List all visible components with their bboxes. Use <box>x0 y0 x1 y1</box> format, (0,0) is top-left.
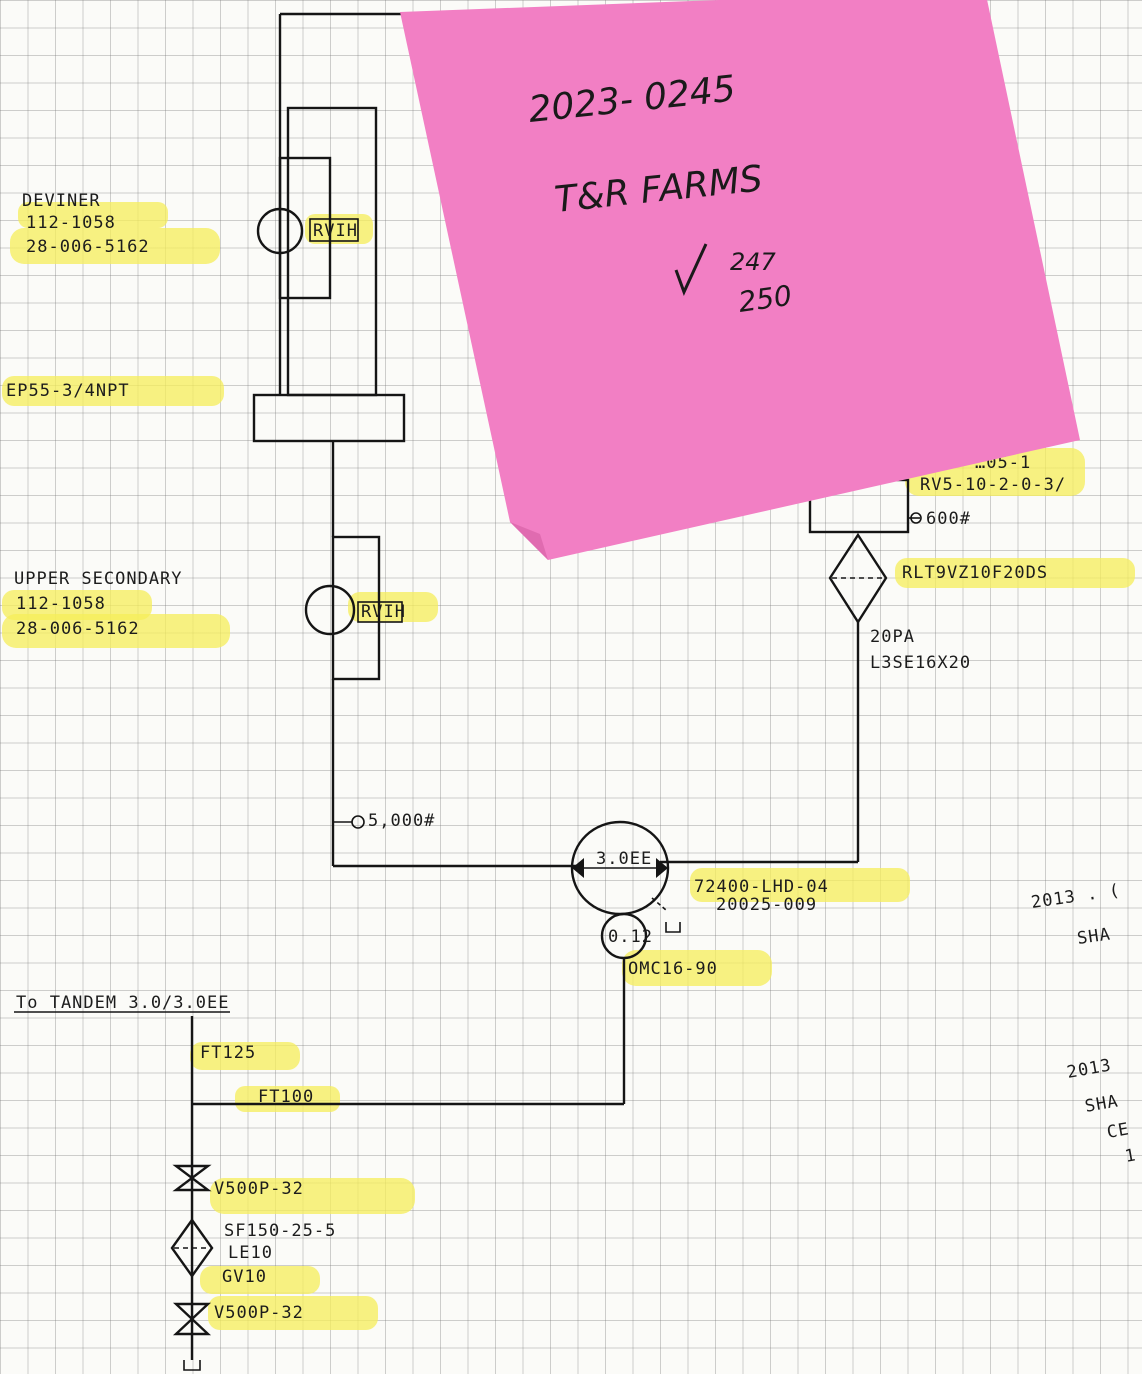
deviner-valve-block <box>256 12 410 397</box>
edge-note-b4: 1 <box>1123 1145 1138 1167</box>
sticky-check-top: 247 <box>730 248 777 276</box>
motor-part-1: 72400-LHD-04 <box>694 877 829 897</box>
valve-top-label: V500P-32 <box>214 1179 304 1199</box>
highlights <box>2 202 1135 1330</box>
rvih-top-label: RVIH <box>313 221 358 241</box>
deviner-part-2: 28-006-5162 <box>26 237 150 257</box>
upper-secondary-block <box>304 535 580 868</box>
filter2-part-2: LE10 <box>228 1243 273 1263</box>
filter-l3-label: L3SE16X20 <box>870 653 971 673</box>
motor-part-2: 20025-009 <box>716 895 817 915</box>
filter2-part-1: SF150-25-5 <box>224 1221 336 1241</box>
deviner-title: DEVINER <box>22 191 101 211</box>
tandem-label: To TANDEM 3.0/3.0EE <box>16 993 229 1013</box>
ft100-label: FT100 <box>258 1087 314 1107</box>
filter2-part-3: GV10 <box>222 1267 267 1287</box>
valve-bottom-label: V500P-32 <box>214 1303 304 1323</box>
pressure-600-label: 600# <box>926 509 971 529</box>
deviner-part-1: 112-1058 <box>26 213 116 233</box>
edge-note-b1: 2013 <box>1065 1055 1113 1083</box>
motor-size-label: 3.0EE <box>596 849 652 869</box>
sticky-note: 2023- 0245 T&R FARMS 247 250 <box>400 0 1080 560</box>
motor-pump <box>192 820 681 1106</box>
upper-secondary-part-2: 28-006-5162 <box>16 619 140 639</box>
partial-label-2: RV5-10-2-0-3/ <box>920 475 1066 495</box>
pump-part-label: OMC16-90 <box>628 959 718 979</box>
filter-20pa-label: 20PA <box>870 627 915 647</box>
upper-secondary-title: UPPER SECONDARY <box>14 569 183 589</box>
edge-note-a2: SHA <box>1076 924 1112 948</box>
tandem-line <box>14 1011 230 1371</box>
sticky-check-bottom: 250 <box>736 279 794 319</box>
ft125-label: FT125 <box>200 1043 256 1063</box>
fitting-label: EP55-3/4NPT <box>6 381 130 401</box>
rvih-bottom-label: RVIH <box>361 602 406 622</box>
edge-note-a1: 2013 . ( <box>1030 881 1122 913</box>
gauge-5000-label: 5,000# <box>368 811 435 831</box>
fitting-block <box>252 393 406 537</box>
check-mark-icon <box>674 243 708 296</box>
pump-small-label: 0.12 <box>608 927 653 947</box>
edge-note-b2: SHA <box>1083 1091 1120 1117</box>
edge-note-b3: CE <box>1105 1119 1131 1143</box>
filter-part-label: RLT9VZ10F20DS <box>902 563 1048 583</box>
upper-secondary-part-1: 112-1058 <box>16 594 106 614</box>
